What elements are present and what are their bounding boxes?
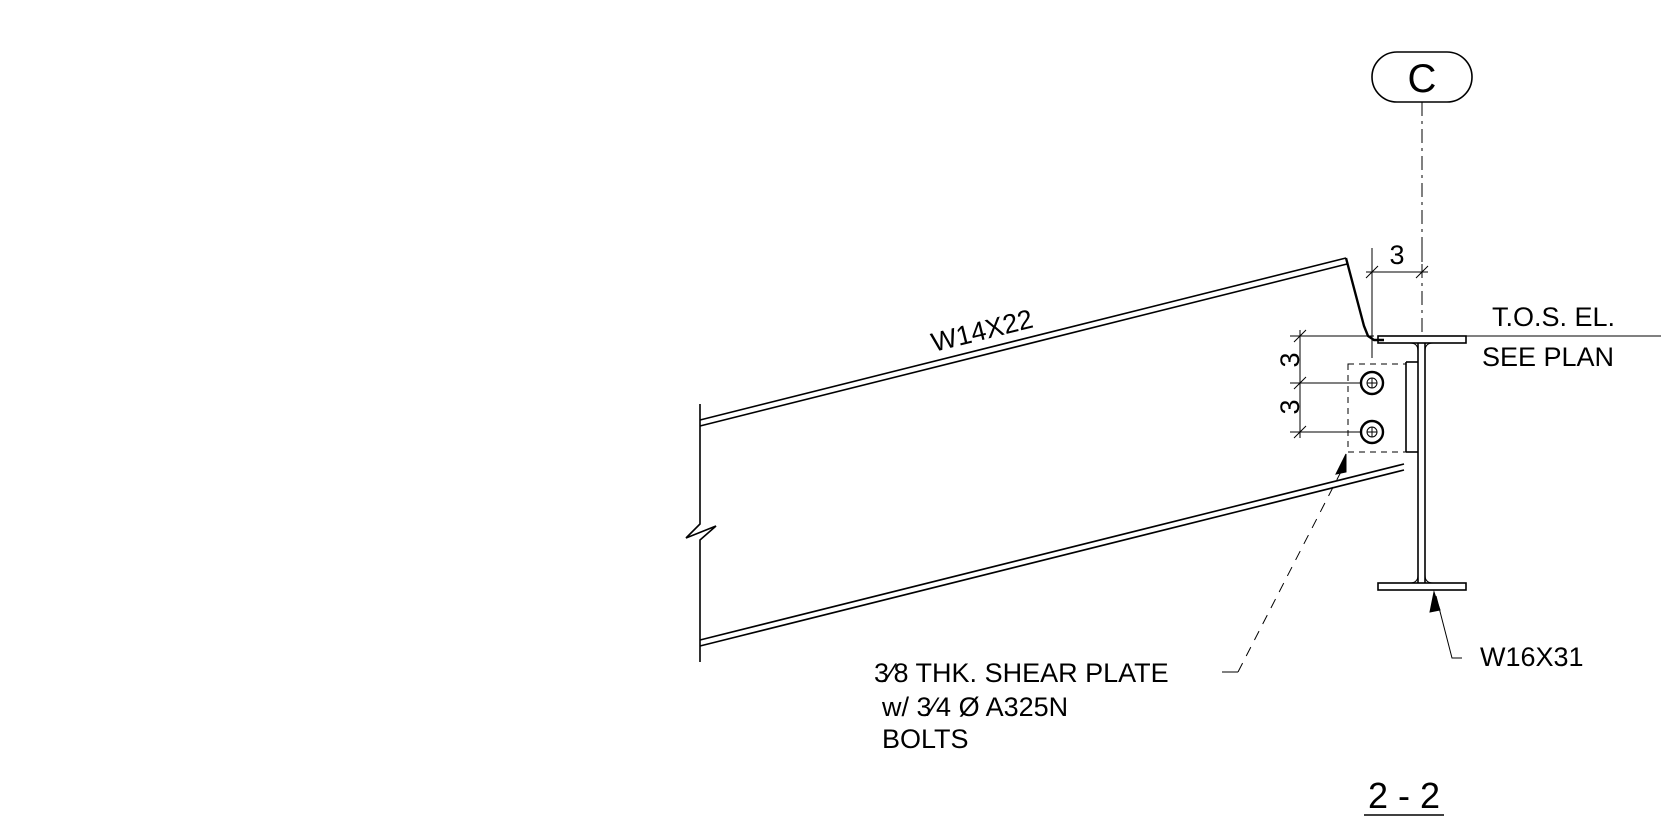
girder-callout: W16X31 [1429, 590, 1584, 672]
grid-line-c: C [1371, 51, 1473, 336]
dimension-value: 3 [1389, 240, 1404, 270]
note-text: w/ [881, 692, 917, 722]
fraction-thickness: 3⁄8 [874, 658, 909, 688]
beam-break-line [685, 404, 717, 662]
girder-fillet-top-right [1424, 342, 1434, 352]
girder-top-flange [1377, 335, 1467, 344]
shear-plate-note-line3: BOLTS [882, 724, 969, 754]
beam-bottom-flange-outer [699, 463, 1405, 641]
shear-plate-note-line2: w/ 3⁄4 Ø A325N [881, 692, 1068, 722]
bolt [1359, 370, 1385, 396]
dimension-vertical: 3 3 [1275, 329, 1374, 439]
section-title-block: 2 - 2 [1364, 775, 1444, 816]
girder-label: W16X31 [1480, 642, 1584, 672]
girder-fillet-bottom-right [1424, 574, 1434, 584]
dimension-value: 3 [1275, 352, 1305, 367]
sloped-beam: W14X22 [685, 257, 1405, 662]
shear-plate-hidden-outline [1347, 363, 1407, 453]
leader-line [1237, 461, 1347, 673]
leader-line [1435, 595, 1462, 659]
girder-section [1377, 335, 1467, 591]
elevation-note-line1: T.O.S. EL. [1492, 302, 1615, 332]
dimension-tick [1365, 265, 1379, 279]
beam-bottom-flange-inner [699, 469, 1405, 647]
dimension-tick [1293, 376, 1307, 390]
arrowhead-icon [1335, 453, 1347, 475]
note-text: Ø A325N [951, 692, 1068, 722]
section-title: 2 - 2 [1368, 775, 1440, 816]
beam-top-flange-outer [699, 257, 1347, 421]
dimension-value: 3 [1275, 399, 1305, 414]
shear-plate-callout: 3⁄8 THK. SHEAR PLATE w/ 3⁄4 Ø A325N BOLT… [874, 453, 1347, 754]
shear-plate-note-line1: 3⁄8 THK. SHEAR PLATE [874, 658, 1169, 688]
bolt-head-icon [1359, 419, 1385, 445]
bolt-head-icon [1359, 370, 1385, 396]
girder-fillet-bottom-left [1409, 574, 1419, 584]
elevation-note: T.O.S. EL. SEE PLAN [1466, 302, 1661, 372]
dimension-tick [1415, 265, 1429, 279]
girder-fillet-top-left [1409, 342, 1419, 352]
dimension-horizontal: 3 [1365, 240, 1429, 358]
note-text: THK. SHEAR PLATE [909, 658, 1169, 688]
elevation-note-line2: SEE PLAN [1482, 342, 1614, 372]
dimension-tick [1293, 329, 1307, 343]
shear-plate [1347, 361, 1418, 453]
dimension-tick [1293, 425, 1307, 439]
beam-top-flange-inner [699, 263, 1348, 427]
arrowhead-icon [1429, 590, 1441, 613]
fraction-bolt: 3⁄4 [917, 692, 952, 722]
girder-bottom-flange [1377, 582, 1467, 591]
beam-cope [1344, 257, 1384, 342]
grid-bubble-label: C [1408, 57, 1437, 101]
bolt [1359, 419, 1385, 445]
